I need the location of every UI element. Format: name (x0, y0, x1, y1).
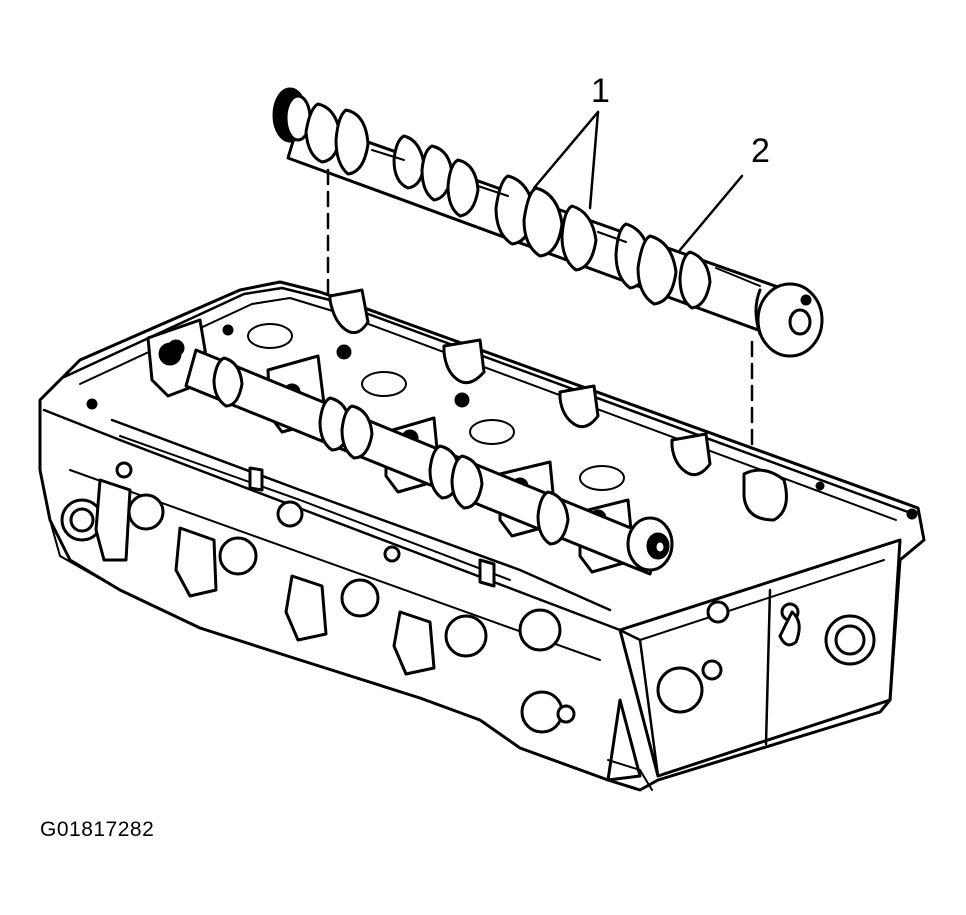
camshaft (272, 87, 824, 358)
callout-label-2: 2 (751, 132, 770, 170)
callout-label-1: 1 (591, 72, 610, 110)
cylinder-head (38, 280, 926, 792)
callout-leaders (532, 110, 744, 252)
alignment-lines (326, 168, 754, 472)
figure-id: G01817282 (40, 818, 155, 841)
